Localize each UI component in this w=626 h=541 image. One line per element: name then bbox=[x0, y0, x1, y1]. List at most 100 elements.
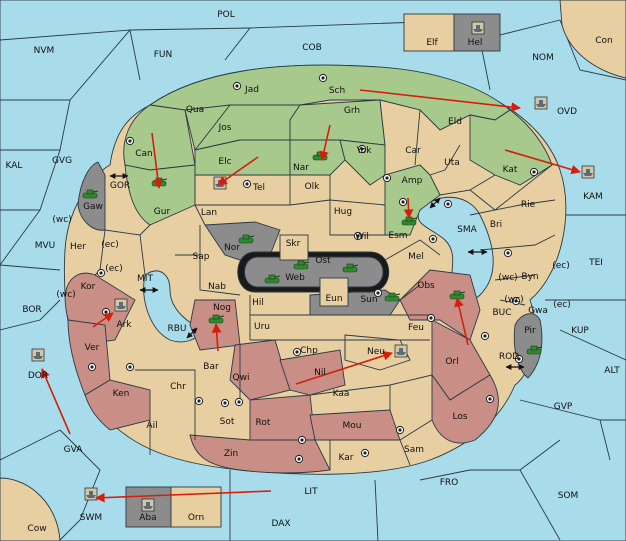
province-label-bar: Bar bbox=[203, 362, 219, 372]
province-label-kaa: Kaa bbox=[333, 389, 350, 399]
sea-borders bbox=[0, 19, 626, 541]
province-label-gor: GOR bbox=[110, 181, 130, 191]
supply-center-marker bbox=[503, 248, 513, 258]
province-label-ec1: (ec) bbox=[101, 240, 119, 250]
province-label-sam: Sam bbox=[404, 445, 424, 455]
province-label-som: SOM bbox=[558, 491, 579, 501]
province-label-wc4: (wc) bbox=[504, 295, 523, 305]
fleet-unit-ark[interactable] bbox=[114, 298, 128, 312]
province-label-ark: Ark bbox=[116, 320, 132, 330]
province-label-sot: Sot bbox=[220, 417, 235, 427]
province-obs[interactable] bbox=[399, 269, 481, 341]
province-kat[interactable] bbox=[469, 109, 553, 186]
province-label-gaw: Gaw bbox=[83, 202, 103, 212]
province-ken[interactable] bbox=[84, 379, 151, 431]
province-label-mit: MIT bbox=[137, 274, 153, 284]
army-unit-sun[interactable] bbox=[384, 292, 401, 302]
province-label-neu: Neu bbox=[367, 347, 385, 357]
order-arrow-bar-to-nog bbox=[211, 323, 222, 352]
province-label-ec3: (ec) bbox=[552, 261, 570, 271]
province-label-los: Los bbox=[452, 412, 467, 422]
province-label-her: Her bbox=[70, 242, 86, 252]
army-unit-pir[interactable] bbox=[526, 345, 543, 355]
army-unit-nor[interactable] bbox=[238, 234, 255, 244]
fleet-unit-aba[interactable] bbox=[141, 498, 155, 512]
province-label-qwi: Qwi bbox=[233, 373, 250, 383]
province-label-ver: Ver bbox=[85, 343, 100, 353]
province-label-kal: KAL bbox=[6, 161, 23, 171]
province-label-cow: Cow bbox=[27, 524, 46, 534]
province-label-dax: DAX bbox=[271, 519, 290, 529]
fleet-unit-neu[interactable] bbox=[394, 344, 408, 358]
province-label-dor: DOR bbox=[28, 371, 48, 381]
province-label-zin: Zin bbox=[224, 449, 238, 459]
supply-center-marker bbox=[480, 331, 490, 341]
province-skr[interactable] bbox=[279, 234, 309, 261]
province-label-tei: TEI bbox=[588, 258, 603, 268]
supply-center-marker bbox=[373, 288, 383, 298]
province-label-gvg: GVG bbox=[52, 156, 72, 166]
province-label-ovd: OVD bbox=[557, 107, 577, 117]
fleet-unit-hel[interactable] bbox=[471, 21, 485, 35]
supply-center-marker bbox=[529, 167, 539, 177]
province-label-kat: Kat bbox=[503, 165, 518, 175]
province-grh[interactable] bbox=[289, 99, 386, 146]
province-borders bbox=[94, 109, 556, 470]
army-unit-ost[interactable] bbox=[342, 263, 359, 273]
fleet-unit-ovd[interactable] bbox=[534, 96, 548, 110]
link-arrows bbox=[109, 173, 525, 370]
province-label-eld: Eld bbox=[448, 117, 462, 127]
province-label-gvp: GVP bbox=[554, 402, 573, 412]
province-label-yok: Yok bbox=[355, 146, 372, 156]
order-arrow-amp-to-esm bbox=[403, 197, 414, 219]
province-label-alt: ALT bbox=[604, 366, 620, 376]
supply-center-marker bbox=[294, 454, 304, 464]
supply-center-marker bbox=[125, 362, 135, 372]
province-eun[interactable] bbox=[319, 277, 349, 307]
supply-center-marker bbox=[318, 73, 328, 83]
province-label-esm: Esm bbox=[388, 231, 407, 241]
supply-center-marker bbox=[87, 362, 97, 372]
army-unit-esm[interactable] bbox=[401, 216, 418, 226]
order-arrow-gva-to-dor bbox=[41, 368, 71, 435]
province-label-sap: Sap bbox=[193, 252, 210, 262]
province-label-lan: Lan bbox=[201, 208, 217, 218]
supply-center-marker bbox=[96, 268, 106, 278]
province-elf[interactable] bbox=[403, 13, 455, 52]
province-label-lit: LIT bbox=[304, 487, 318, 497]
province-label-jad: Jad bbox=[244, 85, 259, 95]
province-label-orn: Orn bbox=[188, 513, 204, 523]
fleet-unit-kam[interactable] bbox=[581, 165, 595, 179]
army-unit-web[interactable] bbox=[293, 260, 310, 270]
fleet-unit-swm[interactable] bbox=[84, 487, 98, 501]
province-label-mel: Mel bbox=[408, 252, 424, 262]
province-label-eun: Eun bbox=[325, 294, 342, 304]
province-label-ost: Ost bbox=[315, 256, 331, 266]
army-unit-gor[interactable] bbox=[82, 189, 99, 199]
supply-center-marker bbox=[511, 296, 521, 306]
province-label-olk: Olk bbox=[305, 182, 321, 192]
link-arrow-sma-mel bbox=[429, 197, 441, 209]
province-label-tel: Tel bbox=[252, 183, 265, 193]
army-unit-web[interactable] bbox=[264, 274, 281, 284]
province-label-jos: Jos bbox=[218, 123, 232, 133]
province-los[interactable] bbox=[431, 373, 499, 444]
province-label-bor: BOR bbox=[22, 305, 41, 315]
province-label-wc3: (wc) bbox=[56, 290, 75, 300]
fleet-unit-dor[interactable] bbox=[31, 348, 45, 362]
province-label-grh: Grh bbox=[344, 106, 360, 116]
province-label-nab: Nab bbox=[208, 282, 226, 292]
province-yok[interactable] bbox=[339, 139, 386, 186]
province-label-hil: Hil bbox=[252, 298, 264, 308]
province-label-obs: Obs bbox=[417, 281, 435, 291]
province-label-skr: Skr bbox=[286, 239, 301, 249]
province-label-web: Web bbox=[285, 273, 305, 283]
army-unit-nog[interactable] bbox=[208, 314, 225, 324]
province-zin-kar[interactable] bbox=[189, 434, 331, 474]
province-label-chr: Chr bbox=[170, 382, 186, 392]
province-label-sch: Sch bbox=[329, 86, 345, 96]
province-label-kam: KAM bbox=[583, 192, 603, 202]
province-qwi[interactable] bbox=[229, 339, 291, 401]
province-label-con: Con bbox=[595, 36, 613, 46]
